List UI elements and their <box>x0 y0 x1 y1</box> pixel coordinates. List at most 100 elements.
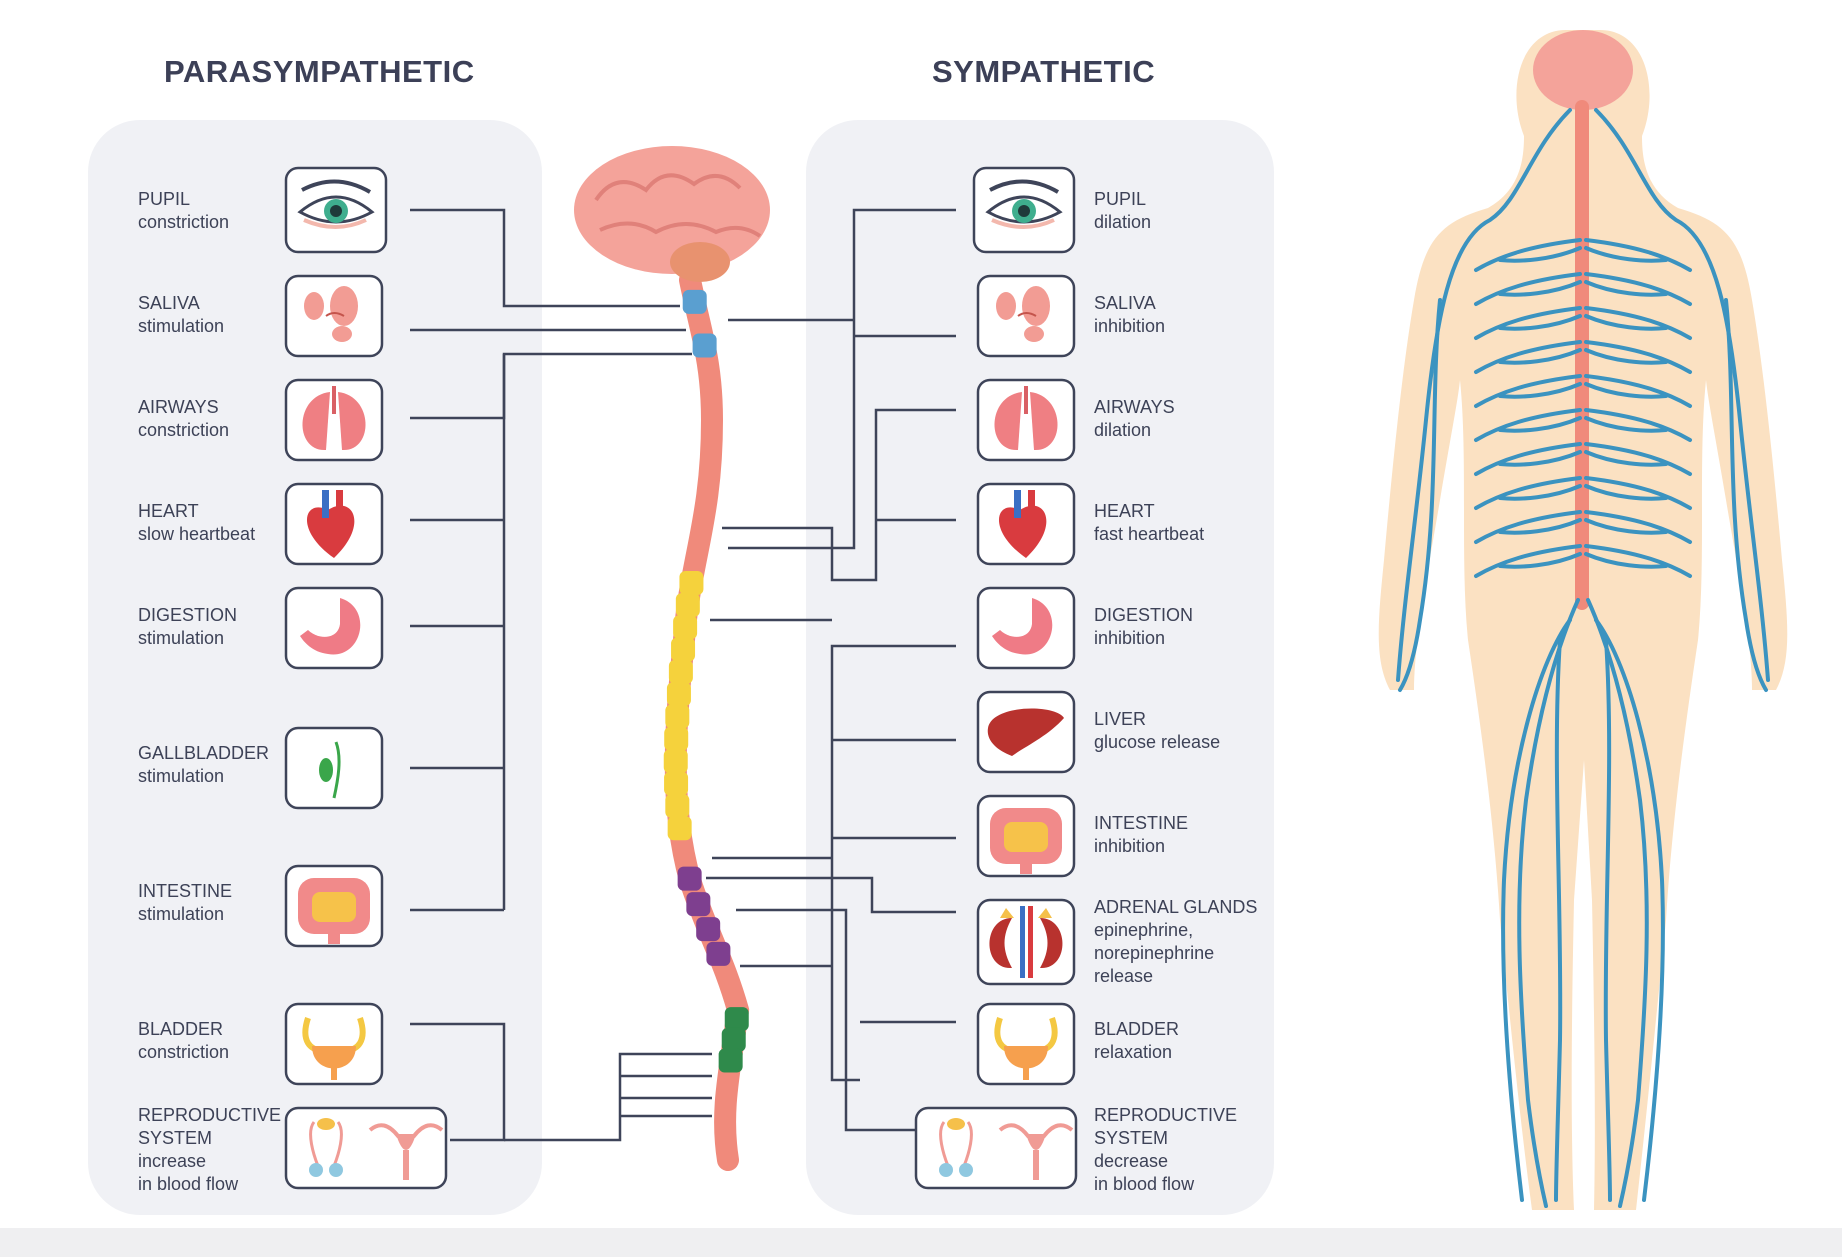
reproductive-organs-icon <box>284 1106 448 1190</box>
nerve-line <box>1498 382 1582 399</box>
salivary-glands-icon <box>976 274 1076 358</box>
nerve-line <box>1584 238 1692 272</box>
vertebra-group <box>682 289 717 358</box>
nerve-line <box>1474 510 1582 544</box>
vertebra <box>668 659 693 684</box>
heart-icon <box>976 482 1076 566</box>
parasympathetic-organ-label: DIGESTION stimulation <box>138 604 237 650</box>
connector-line <box>736 908 916 1132</box>
vertebra <box>665 704 690 729</box>
reproductive-organs-icon <box>914 1106 1078 1190</box>
sympathetic-organ-effect: dilation <box>1094 212 1152 232</box>
sympathetic-organ-effect: epinephrine, <box>1094 920 1194 940</box>
parasympathetic-organ-effect: stimulation <box>138 766 225 786</box>
sympathetic-organ-effect: decrease <box>1094 1151 1169 1171</box>
vertebra <box>666 682 691 707</box>
connector-line <box>722 408 956 582</box>
parasympathetic-organ-effect: stimulation <box>138 628 225 648</box>
sympathetic-organ-effect: fast heartbeat <box>1094 524 1205 544</box>
nerve-line <box>1498 484 1582 501</box>
sympathetic-organ-effect: in blood flow <box>1094 1174 1195 1194</box>
nerve-line <box>1584 544 1692 578</box>
sympathetic-organ-name: BLADDER <box>1094 1019 1180 1039</box>
nerve-line <box>1474 408 1582 442</box>
brain-icon <box>574 146 770 282</box>
salivary-glands-icon <box>284 274 384 358</box>
nerve-line <box>1498 416 1582 433</box>
parasympathetic-organ-label: PUPIL constriction <box>138 188 229 234</box>
nerve-line <box>1554 638 1563 1202</box>
parasympathetic-organ-effect: constriction <box>138 212 230 232</box>
nerve-line <box>1474 544 1582 578</box>
intestine-icon <box>298 878 370 944</box>
nerve-line <box>1501 618 1572 1202</box>
nerve-line <box>1724 298 1768 692</box>
connector-line <box>706 876 956 914</box>
sympathetic-organ-name: PUPIL <box>1094 189 1147 209</box>
bladder-icon <box>302 1017 366 1080</box>
figure-nerves <box>1396 108 1770 1208</box>
pupil-connector <box>410 208 680 308</box>
sympathetic-organ-name: INTESTINE <box>1094 813 1189 833</box>
nerve-line <box>1584 348 1668 365</box>
sympathetic-organ-name: LIVER <box>1094 709 1147 729</box>
cerebrum <box>574 146 770 274</box>
connector-line <box>410 1022 506 1142</box>
parasympathetic-organ-effect: increase <box>138 1151 207 1171</box>
vertebra <box>724 1007 749 1032</box>
sympathetic-heading: SYMPATHETIC <box>932 54 1156 89</box>
figure-brain <box>1533 30 1633 110</box>
vertebra-group <box>718 1007 749 1073</box>
parasympathetic-organ-effect: stimulation <box>138 904 225 924</box>
intestine-icon <box>990 808 1062 874</box>
nerve-line <box>1603 638 1612 1202</box>
sympathetic-organ-effect: norepinephrine <box>1094 943 1215 963</box>
brain-fold <box>594 173 742 202</box>
parasympathetic-organ-name: DIGESTION <box>138 605 238 625</box>
bladder-icon <box>976 1002 1076 1086</box>
parasympathetic-organ-effect: in blood flow <box>138 1174 239 1194</box>
nerve-line <box>1586 598 1649 1208</box>
sympathetic-organ-name: DIGESTION <box>1094 605 1194 625</box>
vertebra <box>679 570 704 595</box>
gallbladder-icon <box>284 726 384 810</box>
nerve-line <box>1498 518 1582 535</box>
bottom-strip <box>0 1228 1842 1257</box>
stomach-icon <box>300 598 361 655</box>
sympathetic-organ-label: PUPIL dilation <box>1094 188 1151 234</box>
nerve-line <box>1584 442 1692 476</box>
nerve-line <box>1474 272 1582 306</box>
intestine-icon <box>976 794 1076 878</box>
organ-icon-frame <box>976 1002 1076 1086</box>
nerve-line <box>1584 374 1692 408</box>
vertebra <box>675 593 700 618</box>
lungs-icon <box>284 378 384 462</box>
salivary-glands-icon <box>304 286 358 342</box>
parasympathetic-organ-name: PUPIL <box>138 189 191 209</box>
nerve-line <box>1474 340 1582 374</box>
lungs-icon <box>302 386 366 451</box>
bladder-icon <box>284 1002 384 1086</box>
lungs-icon <box>994 386 1058 451</box>
sympathetic-organ-effect: relaxation <box>1094 1042 1173 1062</box>
vertebra <box>673 615 698 640</box>
nerve-line <box>1498 348 1582 365</box>
nerve-line <box>1517 598 1580 1208</box>
eye-icon <box>985 179 1063 229</box>
nerve-line <box>1584 416 1668 433</box>
liver-icon <box>976 690 1076 774</box>
nerve-line <box>1498 280 1582 297</box>
gallbladder-icon <box>319 741 341 799</box>
parasympathetic-organ-effect: stimulation <box>138 316 225 336</box>
stomach-icon <box>976 586 1076 670</box>
